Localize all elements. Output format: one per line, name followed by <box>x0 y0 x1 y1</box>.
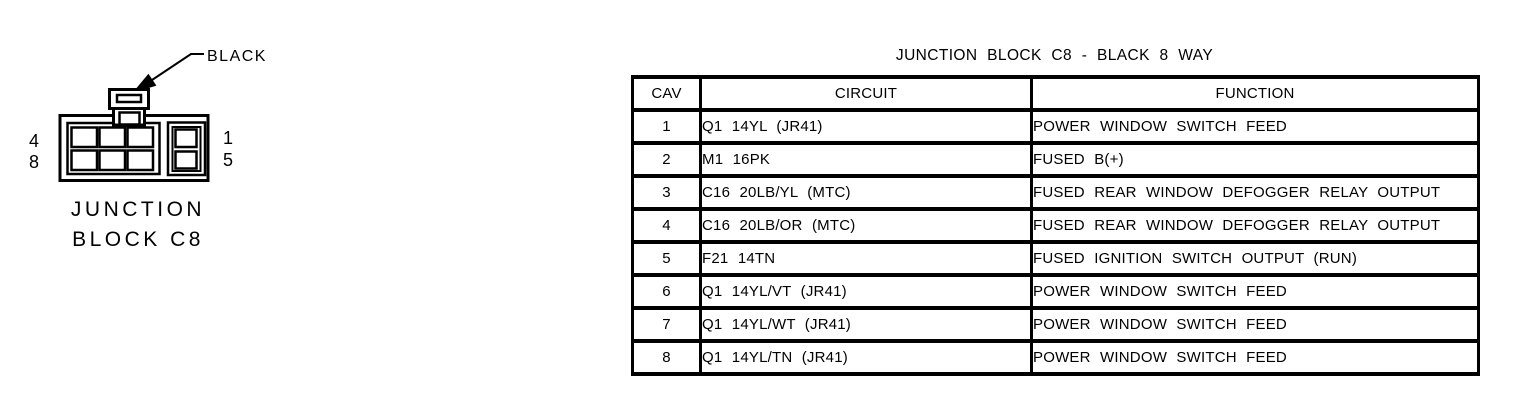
cell-circuit: C16 20LB/YL (MTC) <box>699 174 1033 211</box>
cavity-cell <box>70 126 99 149</box>
table-row: 2 M1 16PK FUSED B(+) <box>631 141 1480 178</box>
cell-circuit: Q1 14YL/WT (JR41) <box>699 306 1033 343</box>
cell-circuit: C16 20LB/OR (MTC) <box>699 207 1033 244</box>
cell-function: FUSED B(+) <box>1030 141 1480 178</box>
table-row: 5 F21 14TN FUSED IGNITION SWITCH OUTPUT … <box>631 240 1480 277</box>
table-row: 7 Q1 14YL/WT (JR41) POWER WINDOW SWITCH … <box>631 306 1480 343</box>
left-cavities <box>70 126 155 172</box>
latch-slot <box>115 93 143 104</box>
table-row: 8 Q1 14YL/TN (JR41) POWER WINDOW SWITCH … <box>631 339 1480 376</box>
cell-circuit: Q1 14YL/VT (JR41) <box>699 273 1033 310</box>
cell-function: POWER WINDOW SWITCH FEED <box>1030 339 1480 376</box>
cell-circuit: Q1 14YL/TN (JR41) <box>699 339 1033 376</box>
pin-label-4: 4 <box>29 131 39 151</box>
cell-cav: 1 <box>631 108 702 145</box>
right-cavity-group <box>166 121 207 177</box>
cell-cav: 2 <box>631 141 702 178</box>
connector-diagram: BLACK <box>0 0 290 290</box>
cavity-cell <box>174 150 198 170</box>
header-row: CAV CIRCUIT FUNCTION <box>631 75 1480 112</box>
cavity-cell <box>126 149 155 172</box>
pin-label-8: 8 <box>29 152 39 172</box>
connector-svg: BLACK <box>29 48 267 251</box>
pin-label-1: 1 <box>223 128 233 148</box>
pinout-table: CAV CIRCUIT FUNCTION 1 Q1 14YL (JR41) PO… <box>631 75 1480 376</box>
cavity-cell <box>70 149 99 172</box>
column-header-cav: CAV <box>631 75 702 112</box>
cell-cav: 8 <box>631 339 702 376</box>
cell-cav: 3 <box>631 174 702 211</box>
connector-latch <box>108 88 150 127</box>
cell-cav: 4 <box>631 207 702 244</box>
table-title: JUNCTION BLOCK C8 - BLACK 8 WAY <box>895 47 1214 64</box>
cell-function: FUSED IGNITION SWITCH OUTPUT (RUN) <box>1030 240 1480 277</box>
column-header-circuit: CIRCUIT <box>699 75 1033 112</box>
cavity-cell <box>174 128 198 149</box>
pin-label-5: 5 <box>223 150 233 170</box>
cell-function: FUSED REAR WINDOW DEFOGGER RELAY OUTPUT <box>1030 174 1480 211</box>
cavity-cell <box>98 126 127 149</box>
cell-circuit: Q1 14YL (JR41) <box>699 108 1033 145</box>
table-row: 6 Q1 14YL/VT (JR41) POWER WINDOW SWITCH … <box>631 273 1480 310</box>
cell-function: FUSED REAR WINDOW DEFOGGER RELAY OUTPUT <box>1030 207 1480 244</box>
table-row: 4 C16 20LB/OR (MTC) FUSED REAR WINDOW DE… <box>631 207 1480 244</box>
cell-cav: 6 <box>631 273 702 310</box>
latch-lower-inner <box>118 111 141 126</box>
connector-color-label: BLACK <box>207 48 267 65</box>
connector-caption-line2: BLOCK C8 <box>72 228 204 251</box>
cell-function: POWER WINDOW SWITCH FEED <box>1030 273 1480 310</box>
cell-function: POWER WINDOW SWITCH FEED <box>1030 108 1480 145</box>
cavity-cell <box>98 149 127 172</box>
cell-cav: 5 <box>631 240 702 277</box>
connector-caption-line1: JUNCTION <box>71 198 205 221</box>
cavity-cell <box>126 126 155 149</box>
table-row: 1 Q1 14YL (JR41) POWER WINDOW SWITCH FEE… <box>631 108 1480 145</box>
column-header-function: FUNCTION <box>1030 75 1480 112</box>
cell-function: POWER WINDOW SWITCH FEED <box>1030 306 1480 343</box>
table-row: 3 C16 20LB/YL (MTC) FUSED REAR WINDOW DE… <box>631 174 1480 211</box>
leader-arrow-icon <box>132 53 204 94</box>
cell-cav: 7 <box>631 306 702 343</box>
cell-circuit: M1 16PK <box>699 141 1033 178</box>
cell-circuit: F21 14TN <box>699 240 1033 277</box>
